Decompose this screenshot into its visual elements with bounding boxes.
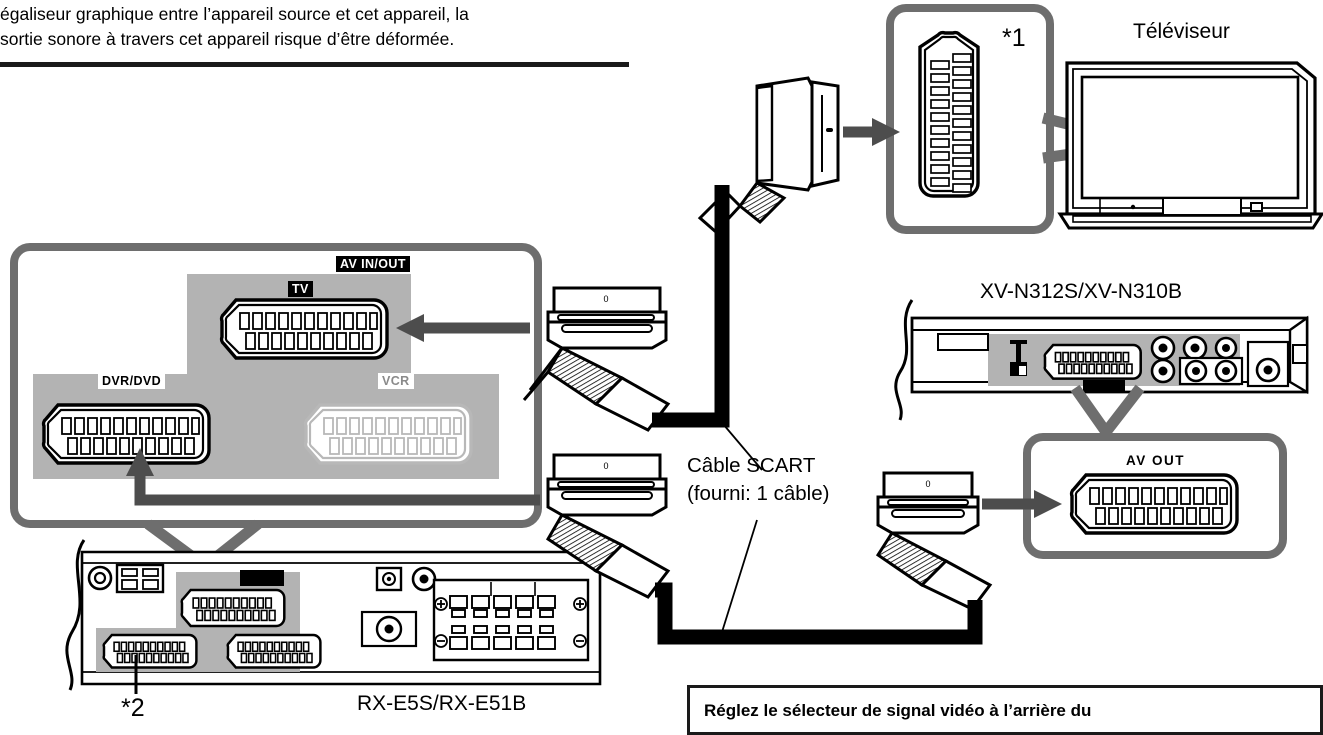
tv-scart-socket <box>918 30 980 198</box>
television-illustration <box>1057 61 1323 230</box>
rear-socket-dvr <box>102 633 198 669</box>
video-signal-selector-switch[interactable] <box>1010 340 1027 376</box>
svg-text:0: 0 <box>603 294 608 304</box>
svg-text:0: 0 <box>603 461 608 471</box>
rca-jack-cluster <box>1150 335 1290 388</box>
speaker-terminals <box>432 578 590 662</box>
rear-socket-vcr <box>226 633 322 669</box>
intro-note-line-2: sortie sonore à travers cet appareil ris… <box>0 29 455 50</box>
receiver-model-label: RX-E5S/RX-E51B <box>357 692 527 715</box>
arrow-into-tv-socket <box>396 314 530 342</box>
scart-cable-label-line-2: (fourni: 1 câble) <box>687 481 830 505</box>
receiver-rear-illustration <box>65 539 602 694</box>
arrow-into-dvr-socket <box>126 448 540 506</box>
cable-label-leader-lower <box>721 519 758 633</box>
socket-vcr <box>303 403 473 465</box>
intro-note-line-1: égaliseur graphique entre l’appareil sou… <box>0 4 469 24</box>
socket-dvr-dvd <box>41 403 211 465</box>
instruction-caption-box: Réglez le sélecteur de signal vidéo à l’… <box>687 685 1323 735</box>
player-scart-socket <box>1043 343 1142 380</box>
scart-cable-lower <box>655 582 983 645</box>
tag-vcr: VCR <box>378 373 414 390</box>
arrow-into-av-out <box>982 490 1062 518</box>
av-out-callout-group <box>1023 433 1287 559</box>
optical-out-jack <box>375 566 403 592</box>
player-callout-leader <box>1070 384 1145 442</box>
tag-av-in-out: AV IN/OUT <box>336 256 410 273</box>
cable-label-leader-upper <box>717 417 763 471</box>
receiver-panel-callout-group <box>10 243 542 528</box>
scart-cable-upper <box>652 185 730 428</box>
terminal-block <box>115 563 165 594</box>
socket-tv <box>219 298 389 360</box>
av-out-socket <box>1069 473 1239 535</box>
tag-dvr-dvd: DVR/DVD <box>98 373 166 390</box>
star2-label: *2 <box>121 694 145 722</box>
horizontal-rule <box>0 62 629 67</box>
player-rear-illustration <box>894 299 1309 421</box>
scart-plug-lower-middle: 0 <box>545 453 671 599</box>
rear-socket-tv <box>180 588 286 628</box>
coaxial-jack <box>411 566 437 592</box>
scart-plug-upper-middle: 0 <box>522 286 671 432</box>
player-model-label: XV-N312S/XV-N310B <box>980 280 1182 303</box>
subwoofer-jack <box>360 610 418 648</box>
tv-scart-callout-group <box>886 4 1147 234</box>
svg-text:0: 0 <box>925 479 930 489</box>
star1-label: *1 <box>1002 24 1026 52</box>
tv-label: Téléviseur <box>1133 20 1230 43</box>
antenna-jack <box>87 565 113 591</box>
instruction-caption-text: Réglez le sélecteur de signal vidéo à l’… <box>704 701 1092 720</box>
scart-cable-label: Câble SCART (fourni: 1 câble) <box>687 452 829 507</box>
tag-tv: TV <box>288 281 313 298</box>
intro-note: égaliseur graphique entre l’appareil sou… <box>0 2 630 53</box>
tag-av-out: AV OUT <box>1126 453 1185 468</box>
scart-cable-label-line-1: Câble SCART <box>687 454 816 477</box>
arrow-plug-to-tv-callout <box>843 118 900 146</box>
scart-plug-to-av-out: 0 <box>875 471 993 611</box>
